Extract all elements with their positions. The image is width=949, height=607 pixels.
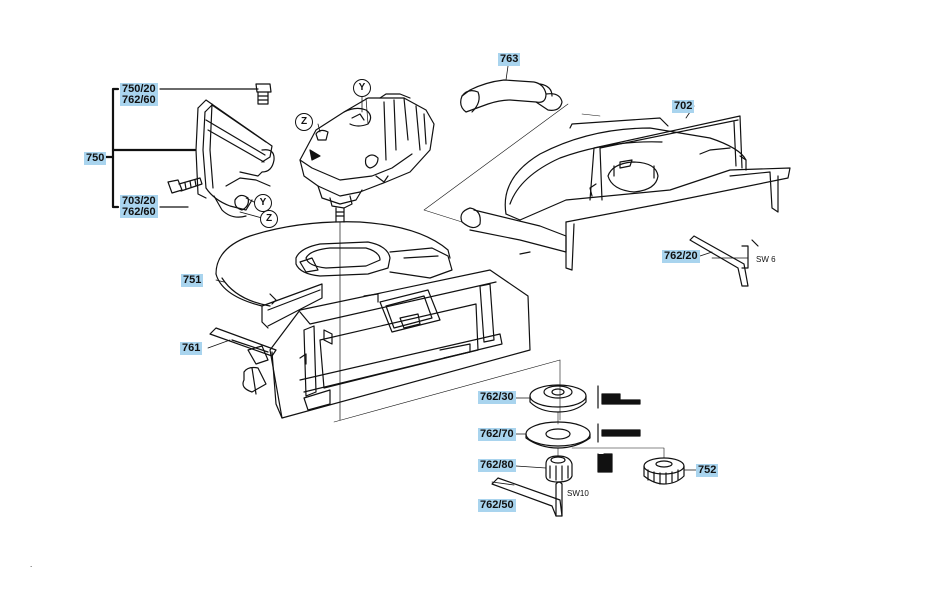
label-703-20: 703/20 [120,195,158,207]
angle-grinder [299,93,435,223]
label-762-60-top: 762/60 [120,94,158,106]
label-702: 702 [672,100,695,113]
group-bracket-750 [98,87,259,209]
clamp-nut-752 [643,457,685,485]
label-751: 751 [181,274,204,287]
bolt-750-20 [255,83,272,105]
marker-z-top: Z [295,113,313,131]
label-762-70: 762/70 [478,428,516,441]
flange-762-70 [525,421,641,449]
hex-key-762-20 [689,235,749,287]
label-750: 750 [84,152,107,165]
flange-762-30 [529,384,641,413]
hose-connector-763 [460,79,563,113]
label-761: 761 [180,342,203,355]
label-762-60-bottom: 762/60 [120,206,158,218]
label-763: 763 [498,53,521,66]
marker-y-top: Y [353,79,371,97]
marker-z-bottom: Z [260,210,278,228]
nut-762-80 [545,453,613,483]
label-750-20: 750/20 [120,83,158,95]
note-dot: . [30,560,33,569]
pin-wrench-762-50 [491,477,563,517]
note-sw10: SW10 [567,489,589,498]
auxiliary-handle-750 [195,99,275,218]
screw-703-20 [167,177,203,194]
wheel-guard-751 [215,221,453,329]
label-762-20: 762/20 [662,250,700,263]
label-762-80: 762/80 [478,459,516,472]
cutting-stand-702 [460,115,791,271]
label-762-30: 762/30 [478,391,516,404]
base-plate-761 [209,269,531,419]
note-sw6: SW 6 [756,255,776,264]
label-752: 752 [696,464,719,477]
label-762-50: 762/50 [478,499,516,512]
